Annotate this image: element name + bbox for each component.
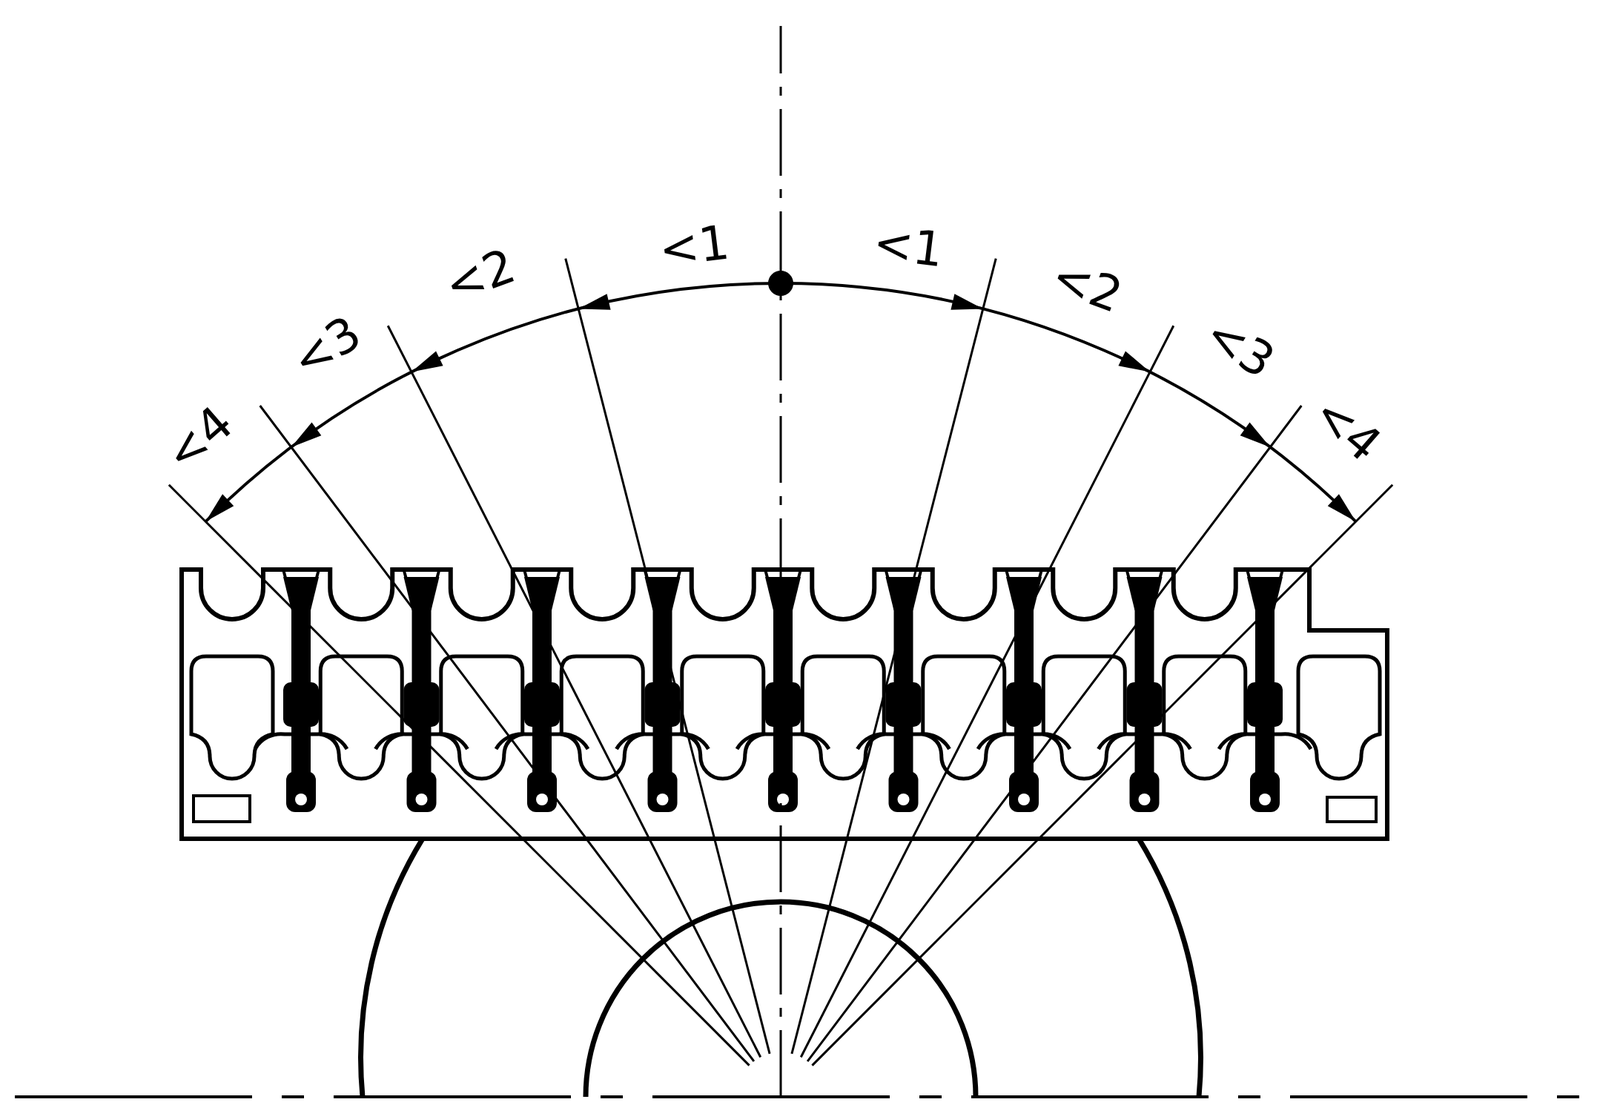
cavity	[1043, 656, 1125, 779]
corner-block	[1327, 797, 1377, 822]
bolt-hole	[536, 793, 548, 806]
cavity	[1164, 656, 1246, 779]
bolt-nut	[407, 771, 437, 812]
bolt-head	[765, 576, 801, 611]
bolt-head	[1006, 576, 1042, 611]
radial-line	[387, 325, 761, 1057]
arrowhead	[578, 293, 611, 310]
angle-label: <4	[1304, 387, 1389, 470]
bolt-head	[645, 576, 681, 611]
arrowhead	[1327, 493, 1357, 522]
bolt-hole	[897, 793, 910, 806]
cavity	[923, 656, 1005, 779]
arrowhead	[1240, 421, 1271, 447]
bolt-head	[524, 576, 560, 611]
bolt-hole	[415, 793, 428, 806]
outer-circle	[1138, 838, 1201, 1097]
cavity	[682, 656, 764, 779]
bolt-nut	[1250, 771, 1280, 812]
bolt-head	[1247, 576, 1283, 611]
base-axis	[14, 1095, 1587, 1099]
bolt-nut	[768, 771, 798, 812]
angle-label: <2	[1046, 251, 1129, 320]
radial-line	[169, 484, 750, 1066]
corner-block	[193, 795, 250, 822]
bolt-head	[886, 576, 922, 611]
bolt-hole	[295, 793, 307, 806]
radial-line	[800, 325, 1174, 1057]
arrowhead	[950, 293, 983, 310]
arrowhead	[205, 493, 234, 522]
angle-label: <4	[156, 398, 241, 480]
cavity	[441, 656, 523, 779]
bolt-nut	[286, 771, 316, 812]
angle-label: <2	[438, 241, 522, 310]
bolt-collar	[1126, 682, 1163, 727]
bolt-nut	[648, 771, 678, 812]
radial-line	[260, 405, 755, 1061]
cavity	[320, 656, 402, 779]
bolt-head	[1126, 576, 1163, 611]
bolt-nut	[1009, 771, 1039, 812]
arrowhead	[1118, 350, 1150, 372]
bolt-hole	[656, 793, 669, 806]
base-circles	[14, 25, 1587, 1097]
bolt-collar	[524, 682, 560, 727]
bolt-hole	[777, 793, 789, 806]
arrowhead	[411, 350, 444, 372]
angle-label: <1	[870, 217, 946, 274]
angle-label: <3	[283, 308, 369, 386]
bolt-nut	[888, 771, 919, 812]
bolt-nut	[527, 771, 557, 812]
bolt-hole	[1017, 793, 1030, 806]
bolt-collar	[283, 682, 319, 727]
segment-part	[181, 569, 1388, 839]
bolt-collar	[1247, 682, 1283, 727]
part-outline	[181, 569, 1388, 839]
angle-label: <1	[656, 217, 732, 274]
cavity	[1298, 656, 1380, 779]
bolt-collar	[645, 682, 681, 727]
center-axis	[779, 25, 783, 1097]
cavity	[191, 656, 273, 779]
angle-label: <3	[1197, 308, 1282, 386]
bolt-collar	[404, 682, 440, 727]
outer-circle	[361, 838, 423, 1097]
bolt-head	[283, 576, 319, 611]
arrowhead	[291, 421, 322, 447]
bolt-collar	[765, 682, 801, 727]
radial-line	[807, 405, 1302, 1061]
cavity	[561, 656, 643, 779]
cavity	[802, 656, 884, 779]
radial-line	[811, 484, 1393, 1066]
bolt-hole	[1258, 793, 1271, 806]
bolt-head	[404, 576, 440, 611]
bolt-hole	[1138, 793, 1151, 806]
bolt-collar	[1006, 682, 1042, 727]
bolt-nut	[1129, 771, 1160, 812]
bolt-collar	[886, 682, 922, 727]
